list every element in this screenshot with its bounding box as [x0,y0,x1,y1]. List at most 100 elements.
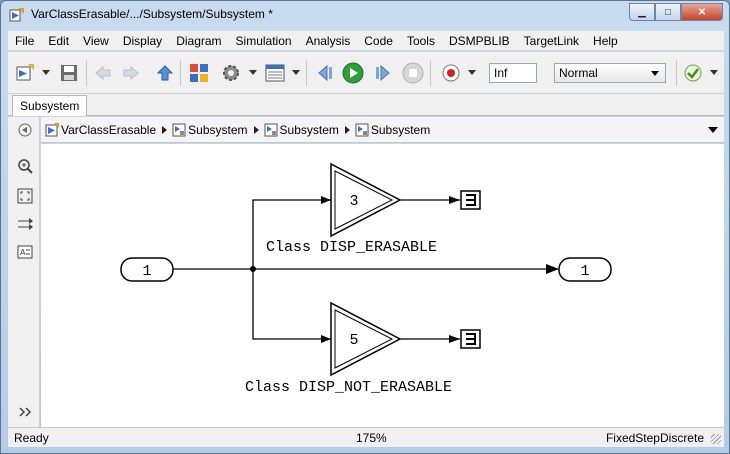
model-explorer-icon[interactable] [264,62,286,84]
menu-help[interactable]: Help [593,33,618,48]
breadcrumb-item-subsystem-2[interactable]: Subsystem [264,123,339,137]
solver-type[interactable]: FixedStepDiscrete [605,431,704,445]
breadcrumb-item-subsystem-3[interactable]: Subsystem [355,123,430,137]
model-advisor-dropdown-icon[interactable] [710,70,718,75]
inport-block[interactable]: 1 [120,257,174,282]
breadcrumb-label: Subsystem [370,122,431,137]
back-icon[interactable] [92,62,114,84]
maximize-button[interactable]: □ [655,3,681,21]
gain-bottom-class-label: Class DISP_NOT_ERASABLE [245,379,453,396]
breadcrumb-separator-icon [344,125,350,134]
status-text: Ready [14,431,49,445]
route-lines-icon[interactable] [16,215,34,233]
model-explorer-dropdown-icon[interactable] [292,70,300,75]
menu-targetlink[interactable]: TargetLink [523,33,580,48]
svg-text:A: A [20,248,26,257]
inport-label: 1 [142,263,151,280]
new-model-dropdown-icon[interactable] [42,70,50,75]
resize-grip-icon[interactable] [711,434,721,444]
branch-point [250,266,256,272]
menu-bar: File Edit View Display Diagram Simulatio… [8,31,724,51]
hide-browser-icon[interactable] [16,121,34,139]
breadcrumb-label: Subsystem [188,122,248,137]
breadcrumb: VarClassErasable Subsystem Subsystem Sub… [41,117,724,143]
signal-line-bottom[interactable] [252,269,331,340]
menu-diagram[interactable]: Diagram [176,33,222,48]
signal-line-top[interactable] [252,199,331,269]
new-model-icon[interactable] [14,62,36,84]
model-icon [45,122,59,136]
arrowhead [449,335,460,343]
model-advisor-icon[interactable] [682,62,704,84]
breadcrumb-dropdown-icon[interactable] [708,127,718,133]
menu-edit[interactable]: Edit [48,33,70,48]
window-controls: ▁ □ ✕ [629,3,723,21]
record-icon[interactable] [440,62,462,84]
save-icon[interactable] [58,62,80,84]
stop-icon[interactable] [402,62,424,84]
minimize-button[interactable]: ▁ [629,3,655,21]
menu-analysis[interactable]: Analysis [305,33,351,48]
run-icon[interactable] [342,62,364,84]
toolbar: Inf Normal [8,52,724,94]
zoom-level: 175% [356,431,387,445]
simulation-mode-value: Normal [559,66,598,80]
window-title: VarClassErasable/.../Subsystem/Subsystem… [31,7,273,21]
stop-time-input[interactable]: Inf [489,63,537,83]
subsystem-icon [355,123,369,136]
library-browser-icon[interactable] [188,62,210,84]
zoom-icon[interactable] [16,157,34,175]
step-back-icon[interactable] [314,62,336,84]
close-button[interactable]: ✕ [681,3,723,21]
block-diagram: 1 1 3 5 [120,162,612,377]
toolbar-separator [306,60,307,86]
toolbar-separator [180,60,181,86]
expand-sidebar-icon[interactable] [16,403,34,421]
menu-view[interactable]: View [83,33,109,48]
palette-sidebar: A [8,117,40,427]
title-bar[interactable]: VarClassErasable/.../Subsystem/Subsystem… [1,1,729,29]
menu-code[interactable]: Code [364,33,393,48]
up-icon[interactable] [154,62,176,84]
forward-icon[interactable] [120,62,142,84]
simulink-app-icon [9,8,24,22]
toolbar-separator [430,60,431,86]
chevron-down-icon [651,71,659,76]
status-bar: Ready 175% FixedStepDiscrete [8,427,724,447]
tab-subsystem[interactable]: Subsystem [12,95,88,116]
menu-dsmpblib[interactable]: DSMPBLIB [448,33,510,48]
outport-label: 1 [580,263,589,280]
breadcrumb-separator-icon [162,125,168,134]
outport-block[interactable]: 1 [558,257,612,282]
arrowhead [321,196,331,204]
toolbar-separator [676,60,677,86]
breadcrumb-item-subsystem-1[interactable]: Subsystem [172,122,248,137]
terminator-block-bottom[interactable] [460,329,481,349]
menu-display[interactable]: Display [122,33,163,48]
breadcrumb-label: VarClassErasable [61,122,157,137]
menu-tools[interactable]: Tools [406,33,435,48]
arrowhead [321,335,331,343]
menu-simulation[interactable]: Simulation [235,33,292,48]
subsystem-icon [264,123,278,136]
arrowhead [546,264,559,274]
terminator-block-top[interactable] [460,190,481,210]
gain-top-class-label: Class DISP_ERASABLE [266,239,438,256]
model-config-dropdown-icon[interactable] [249,70,257,75]
model-config-icon[interactable] [220,62,242,84]
gain-top-value: 3 [349,193,358,210]
breadcrumb-separator-icon [253,125,259,134]
menu-file[interactable]: File [15,33,35,48]
simulation-mode-select[interactable]: Normal [554,63,666,83]
record-dropdown-icon[interactable] [468,70,476,75]
annotation-icon[interactable]: A [16,243,34,261]
breadcrumb-item-model[interactable]: VarClassErasable [45,122,157,137]
fit-to-view-icon[interactable] [16,187,34,205]
step-forward-icon[interactable] [372,62,394,84]
diagram-canvas[interactable]: 1 1 3 5 [41,144,724,427]
toolbar-separator [86,60,87,86]
gain-block-bottom[interactable]: 5 [330,301,402,377]
gain-block-top[interactable]: 3 [330,162,402,238]
breadcrumb-label: Subsystem [279,122,339,137]
